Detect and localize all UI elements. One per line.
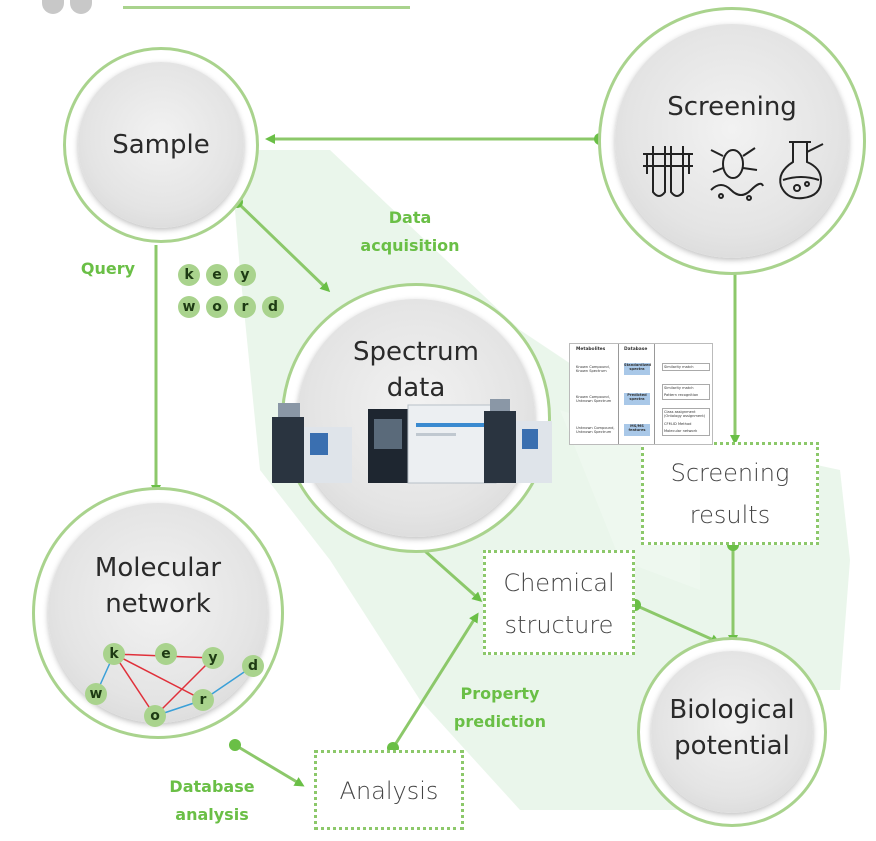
biological-label-2: potential — [674, 731, 790, 761]
table-row: Known Compound, Known Spectrum — [576, 365, 610, 374]
edge-chemical-biological — [634, 603, 721, 644]
table-db-cell: Standardized spectra — [624, 363, 651, 375]
logo-remnant — [42, 0, 102, 14]
molecular-label-2: network — [105, 589, 211, 619]
database-analysis-line1: Database — [169, 777, 255, 796]
table-cell: spectra — [629, 397, 645, 402]
edge-spectrum-chemical — [416, 542, 483, 602]
keyword-w: w — [178, 296, 200, 318]
table-method-cell: Similarity match — [662, 363, 710, 372]
query-label: Query — [80, 259, 136, 278]
network-node-w: w — [85, 683, 107, 705]
keyword-k: k — [178, 264, 200, 286]
database-analysis-label: Database analysis — [150, 776, 274, 826]
molecular-network-node[interactable]: Molecular network — [32, 487, 284, 739]
table-header-database: Database — [624, 347, 648, 352]
screening-results-box[interactable]: Screening results — [641, 442, 819, 545]
edge-dot — [229, 739, 241, 751]
biological-potential-node[interactable]: Biological potential — [637, 637, 827, 827]
analysis-label: Analysis — [339, 777, 439, 805]
screening-node-disc: Screening — [615, 24, 849, 258]
chemical-structure-line1: Chemical — [503, 569, 615, 597]
network-node-r: r — [192, 689, 214, 711]
molecular-label-1: Molecular — [94, 553, 222, 583]
spectrum-label-1: Spectrum — [353, 337, 479, 367]
network-node-k: k — [103, 643, 125, 665]
table-cell: Unknown Spectrum — [576, 430, 612, 435]
test-tubes-icon — [643, 146, 693, 197]
table-cell: Unknown Compound, — [576, 426, 615, 430]
network-node-y: y — [202, 647, 224, 669]
network-node-e: e — [155, 643, 177, 665]
edge-analysis-chemical — [391, 612, 479, 749]
table-col-divider — [618, 344, 619, 444]
database-analysis-line2: analysis — [175, 805, 249, 824]
table-cell: Known Compound, — [576, 395, 610, 399]
edge-molecular-analysis — [234, 743, 305, 787]
sample-node[interactable]: Sample — [63, 47, 259, 243]
property-prediction-line1: Property — [460, 684, 540, 703]
keyword-r: r — [234, 296, 256, 318]
edge-sample-spectrum — [235, 200, 331, 293]
analysis-box[interactable]: Analysis — [314, 750, 464, 830]
table-cell: Known Compound, — [576, 365, 610, 369]
table-cell: features — [628, 428, 646, 433]
table-cell: Unknown Spectrum — [576, 399, 612, 404]
table-method-cell: Class assignment (Ontology assignment) C… — [662, 408, 710, 436]
table-cell: Molecular network — [664, 429, 698, 434]
table-header-metabolites: Metabolites — [576, 347, 606, 352]
keyword-d: d — [262, 296, 284, 318]
microbe-icon — [710, 147, 764, 201]
network-node-o: o — [144, 705, 166, 727]
screening-results-line2: results — [689, 501, 771, 529]
table-col-divider — [654, 344, 655, 444]
chemical-structure-line2: structure — [504, 611, 614, 639]
table-method-cell: Similarity match Pattern recognition — [662, 384, 710, 400]
table-cell: MS/MS — [630, 424, 644, 428]
table-cell: Pattern recognition — [664, 393, 699, 398]
sample-node-disc: Sample — [78, 62, 244, 228]
screening-table: Metabolites Database Known Compound, Kno… — [569, 343, 713, 445]
molecular-network-disc: Molecular network — [48, 503, 268, 723]
table-cell: spectra — [629, 367, 645, 372]
property-prediction-label: Property prediction — [440, 683, 560, 733]
biological-potential-disc: Biological potential — [651, 651, 813, 813]
table-row: Known Compound, Unknown Spectrum — [576, 395, 611, 404]
table-cell: Standardized — [624, 363, 651, 367]
table-cell: Known Spectrum — [576, 369, 607, 374]
screening-results-line1: Screening — [670, 459, 790, 487]
flask-icon — [779, 141, 824, 200]
keyword-e: e — [206, 264, 228, 286]
table-cell: Similarity match — [664, 365, 694, 369]
screening-node[interactable]: Screening — [598, 7, 866, 275]
chemical-structure-box[interactable]: Chemical structure — [483, 550, 635, 655]
table-row: Unknown Compound, Unknown Spectrum — [576, 426, 615, 435]
table-db-cell: Predicted spectra — [624, 393, 650, 405]
table-cell: Similarity match — [664, 386, 694, 390]
header-rule — [123, 6, 410, 9]
table-cell: CFM-ID Method — [664, 421, 692, 426]
table-cell: (Ontology assignment) — [664, 414, 706, 419]
property-prediction-line2: prediction — [453, 712, 547, 731]
screening-label: Screening — [667, 92, 797, 122]
spectrum-label-2: data — [386, 373, 446, 403]
background-wash-2 — [560, 410, 700, 590]
table-db-cell: MS/MS features — [624, 424, 650, 436]
network-node-d: d — [242, 655, 264, 677]
mass-spectrometer-icon — [272, 399, 552, 484]
sample-label: Sample — [112, 130, 210, 160]
biological-label-1: Biological — [669, 695, 795, 725]
table-cell: Class assignment — [664, 410, 696, 414]
table-cell: Predicted — [627, 393, 647, 397]
data-acquisition-line1: Data — [388, 208, 432, 227]
keyword-o: o — [206, 296, 228, 318]
data-acquisition-line2: acquisition — [360, 236, 460, 255]
data-acquisition-label: Data acquisition — [350, 207, 470, 257]
keyword-y: y — [234, 264, 256, 286]
